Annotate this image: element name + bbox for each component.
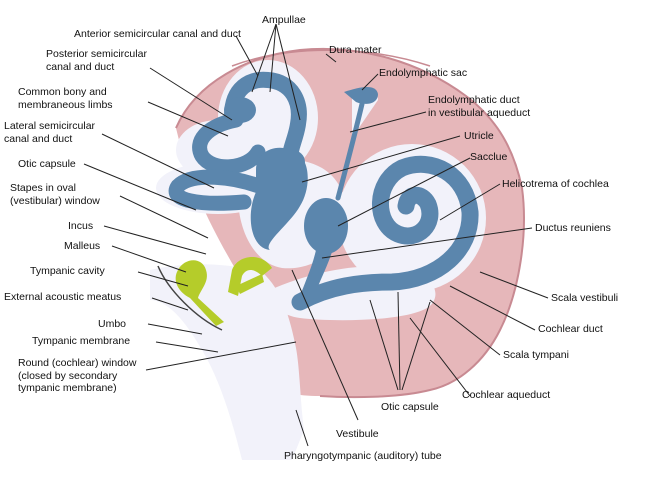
label-scala-tympani: Scala tympani — [503, 349, 569, 361]
label-tympanic-membrane: Tympanic membrane — [32, 335, 131, 347]
label-saccule: Sacclue — [470, 151, 508, 163]
ductus-reuniens-shape — [298, 250, 332, 302]
label-dura-mater: Dura mater — [329, 44, 382, 56]
dura-mater — [231, 49, 431, 67]
malleus-shape — [175, 260, 224, 326]
cochlear-spiral — [291, 155, 479, 311]
label-malleus: Malleus — [64, 240, 101, 252]
label-cochlear-duct: Cochlear duct — [538, 323, 603, 335]
leader-lines — [83, 23, 549, 447]
posterior-duct — [192, 112, 266, 175]
label-stapes: Stapes in oval (vestibular) window — [10, 182, 100, 207]
label-otic-capsule-left: Otic capsule — [18, 158, 76, 170]
label-external-meatus: External acoustic meatus — [4, 291, 122, 303]
endolymphatic-duct-path — [335, 101, 365, 201]
label-common-limbs: Common bony and membraneous limbs — [18, 86, 113, 111]
label-utricle: Utricle — [464, 130, 494, 142]
otic-capsule-edge — [175, 47, 525, 399]
membranous-labyrinth — [168, 71, 479, 311]
ampulla-1 — [224, 97, 256, 123]
vestibular-sacs — [224, 87, 378, 302]
label-tympanic-cavity: Tympanic cavity — [30, 265, 105, 277]
saccule-shape — [304, 198, 348, 254]
lateral-duct — [168, 169, 272, 211]
label-pharyngotympanic-tube: Pharyngotympanic (auditory) tube — [284, 450, 442, 462]
label-scala-vestibuli: Scala vestibuli — [551, 292, 619, 304]
label-ductus-reuniens: Ductus reuniens — [535, 222, 611, 234]
label-posterior-canal: Posterior semicircular canal and duct — [46, 48, 147, 73]
label-endolymphatic-duct: Endolymphatic duct in vestibular aqueduc… — [428, 94, 531, 119]
label-helicotrema: Helicotrema of cochlea — [502, 178, 609, 190]
label-round-window: Round (cochlear) window (closed by secon… — [18, 357, 137, 394]
stapes-shape — [236, 274, 264, 294]
label-incus: Incus — [68, 220, 94, 232]
label-lateral-canal: Lateral semicircular canal and duct — [4, 120, 96, 145]
label-umbo: Umbo — [98, 318, 127, 330]
label-cochlear-aqueduct: Cochlear aqueduct — [462, 389, 551, 401]
endolymphatic-sac-shape — [344, 87, 378, 104]
tympanic-membrane-line — [157, 265, 223, 331]
label-vestibule: Vestibule — [336, 428, 379, 440]
label-anterior-canal: Anterior semicircular canal and duct — [74, 28, 241, 40]
ossicles — [175, 256, 272, 326]
anterior-duct — [224, 71, 307, 166]
label-ampullae: Ampullae — [262, 14, 306, 26]
utricle-shape — [250, 147, 308, 250]
label-endolymphatic-sac: Endolymphatic sac — [379, 67, 468, 79]
label-otic-capsule-bottom: Otic capsule — [381, 401, 439, 413]
